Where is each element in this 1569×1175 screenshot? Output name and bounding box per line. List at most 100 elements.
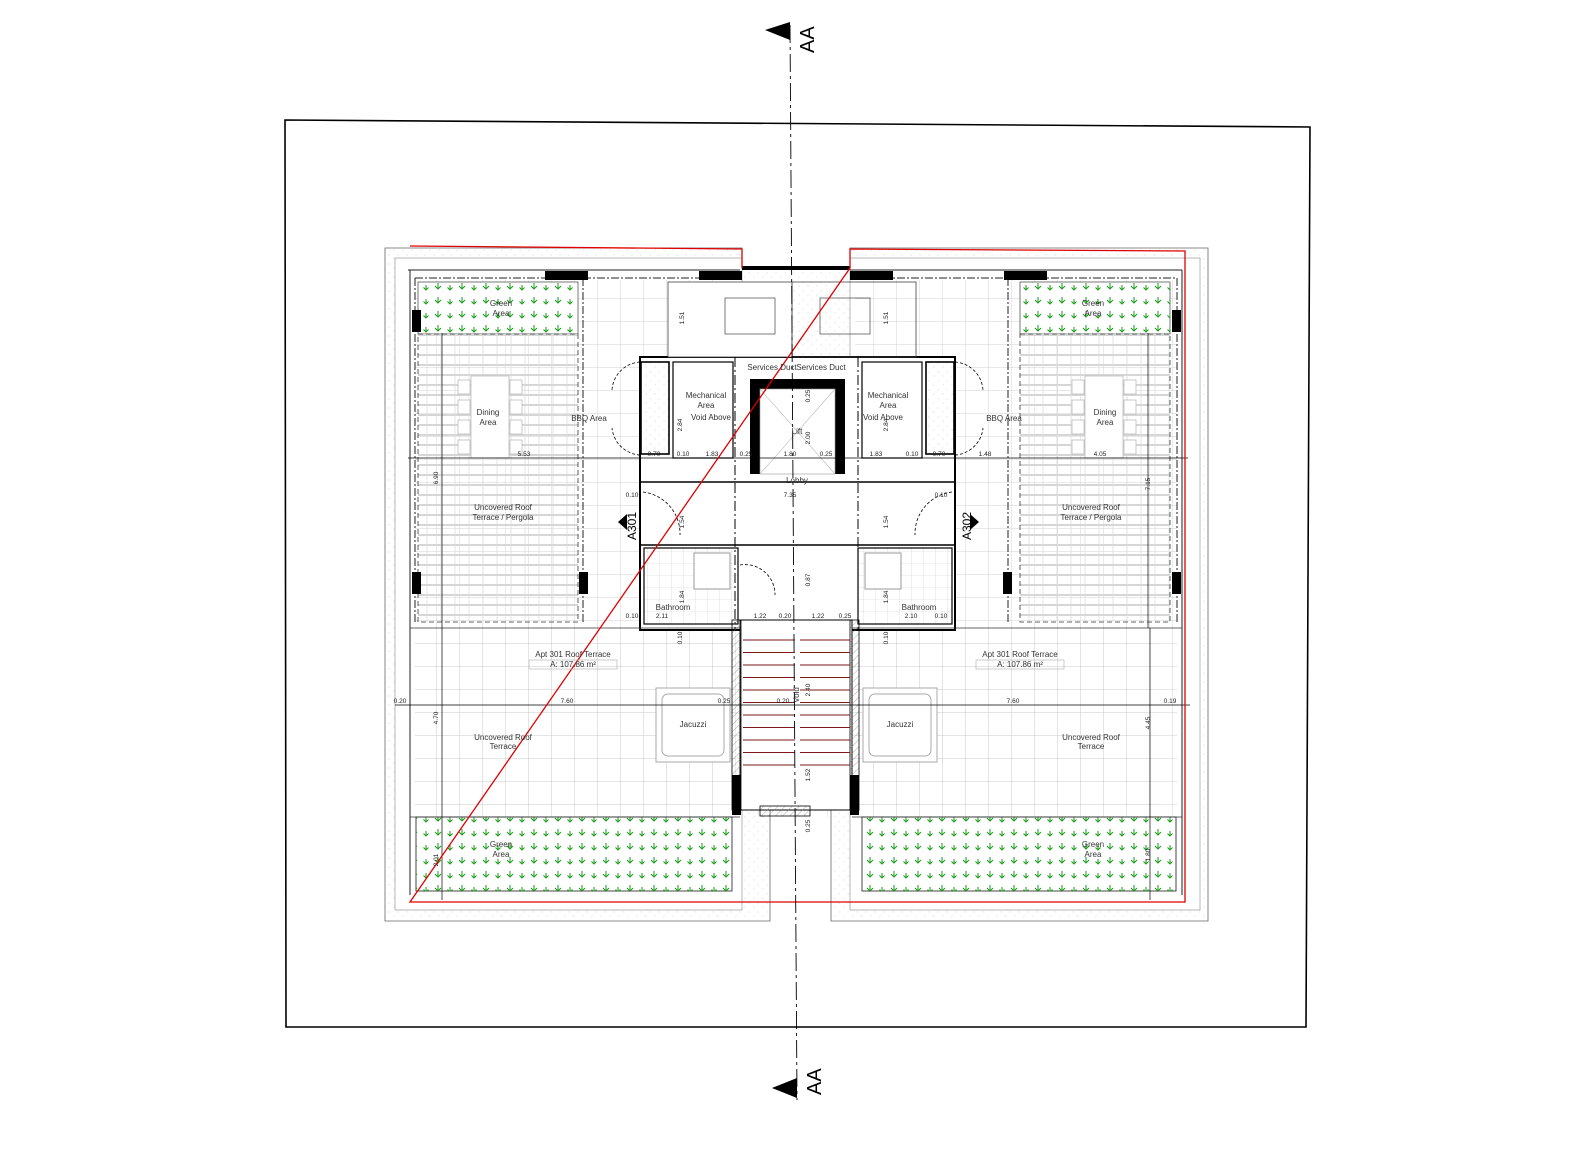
dimension-label: 1.51 — [679, 311, 686, 324]
label-green-area: Green — [1082, 299, 1104, 308]
dimension-label: 0.10 — [626, 613, 639, 620]
dimension-label: 7.35 — [784, 492, 797, 499]
dimension-label: 2.84 — [677, 418, 684, 431]
label-lobby: Lobby — [786, 476, 808, 485]
dimension-label: 1.52 — [805, 768, 812, 781]
dimension-label: 2.01 — [433, 853, 440, 866]
label-uncovered-terrace: Terrace — [490, 742, 517, 751]
label-mechanical-area: Area — [698, 401, 715, 410]
dimension-label: 1.22 — [812, 613, 825, 620]
dimension-label: 1.80 — [784, 451, 797, 458]
label-void-above: Void Above — [691, 413, 732, 422]
label-bathroom: Bathroom — [656, 603, 691, 612]
jacuzzi-right — [862, 687, 938, 763]
label-jacuzzi: Jacuzzi — [680, 720, 707, 729]
dimension-label: 2.11 — [656, 613, 669, 620]
label-dining-area: Area — [480, 418, 497, 427]
section-line-aa — [789, 24, 798, 1101]
label-uncovered-terrace: Uncovered Roof — [474, 733, 533, 742]
dimension-label: 0.20 — [394, 698, 407, 705]
label-green-area: Green — [490, 299, 512, 308]
label-lift: Lift — [792, 427, 803, 436]
dimension-label: 5.53 — [518, 451, 531, 458]
label-green-area: Area — [493, 309, 510, 318]
dimension-label: 1.48 — [979, 451, 992, 458]
dimension-label: 0.10 — [677, 631, 684, 644]
dimension-label: 0.25 — [839, 613, 852, 620]
section-label-bottom: AA — [804, 1068, 826, 1095]
dimension-label: 1.54 — [679, 515, 686, 528]
label-dining-area: Dining — [1094, 408, 1117, 417]
label-void-above: Void Above — [863, 413, 904, 422]
dimension-label: 0.25 — [820, 451, 833, 458]
label-pergola: Terrace / Pergola — [1061, 513, 1122, 522]
dimension-label: 4.05 — [1094, 451, 1107, 458]
elevation-marker-a302: A302 — [960, 512, 979, 540]
label-services-duct: Services Duct — [796, 363, 846, 372]
columns — [412, 266, 1181, 594]
section-marker-bottom: AA — [772, 1068, 826, 1098]
dimension-lines — [395, 333, 1190, 900]
dimension-label: 1.51 — [883, 311, 890, 324]
label-pergola: Uncovered Roof — [1062, 503, 1121, 512]
dimension-label: 0.10 — [935, 492, 948, 499]
section-marker-top: AA — [765, 22, 819, 53]
label-bbq-area: BBQ Area — [571, 414, 607, 423]
dimension-label: 1.83 — [870, 451, 883, 458]
label-services-duct: Services Duct — [747, 363, 797, 372]
dimension-label: 0.70 — [648, 451, 661, 458]
dimension-label: 0.70 — [933, 451, 946, 458]
dimension-label: 7.60 — [1007, 698, 1020, 705]
dimension-label: 0.87 — [805, 573, 812, 586]
dimension-label: 0.10 — [677, 451, 690, 458]
label-void: Void — [792, 687, 801, 703]
dining-table-left — [457, 375, 523, 459]
dimension-label: 7.60 — [561, 698, 574, 705]
room-labels: Green Area Green Area Green Area Green A… — [473, 299, 1122, 859]
label-uncovered-terrace: Terrace — [1078, 742, 1105, 751]
dimension-label: 1.80 — [1145, 848, 1152, 861]
label-green-area: Area — [493, 850, 510, 859]
elevation-label-a301: A301 — [625, 512, 639, 540]
dimension-label: 1.83 — [706, 451, 719, 458]
label-green-area: Area — [1085, 309, 1102, 318]
dining-table-right — [1071, 375, 1137, 459]
dimension-label: 1.22 — [754, 613, 767, 620]
dimension-label: 1.84 — [883, 590, 890, 603]
dimension-label: 0.20 — [779, 613, 792, 620]
dimension-label: 0.10 — [883, 631, 890, 644]
label-green-area: Area — [1085, 850, 1102, 859]
section-label-top: AA — [797, 26, 819, 53]
elevation-label-a302: A302 — [960, 512, 974, 540]
label-pergola: Uncovered Roof — [474, 503, 533, 512]
label-dining-area: Area — [1097, 418, 1114, 427]
label-bathroom: Bathroom — [902, 603, 937, 612]
dimension-label: 0.25 — [805, 389, 812, 402]
label-mechanical-area: Area — [880, 401, 897, 410]
dimension-label: 0.25 — [740, 451, 753, 458]
label-pergola: Terrace / Pergola — [473, 513, 534, 522]
label-terrace-area: A: 107.86 m² — [997, 660, 1043, 669]
dimension-label: 4.70 — [433, 711, 440, 724]
roof-terrace-boundary — [408, 245, 1186, 903]
dimension-label: 0.20 — [777, 698, 790, 705]
dimension-label: 0.10 — [906, 451, 919, 458]
dimension-label: 1.54 — [883, 515, 890, 528]
label-mechanical-area: Mechanical — [686, 391, 727, 400]
label-green-area: Green — [490, 840, 512, 849]
label-terrace-name: Apt 301 Roof Terrace — [535, 650, 611, 659]
label-green-area: Green — [1082, 840, 1104, 849]
dimension-label: 1.84 — [679, 590, 686, 603]
site-boundary — [284, 119, 1311, 1028]
dimension-label: 2.00 — [805, 431, 812, 444]
label-dining-area: Dining — [477, 408, 500, 417]
label-jacuzzi: Jacuzzi — [887, 720, 914, 729]
dimension-label: 0.19 — [1164, 698, 1177, 705]
label-bbq-area: BBQ Area — [986, 414, 1022, 423]
dimension-label: 2.10 — [905, 613, 918, 620]
dimension-label: 2.84 — [883, 418, 890, 431]
dimension-label: 2.40 — [805, 683, 812, 696]
dimension-label: 0.10 — [935, 613, 948, 620]
